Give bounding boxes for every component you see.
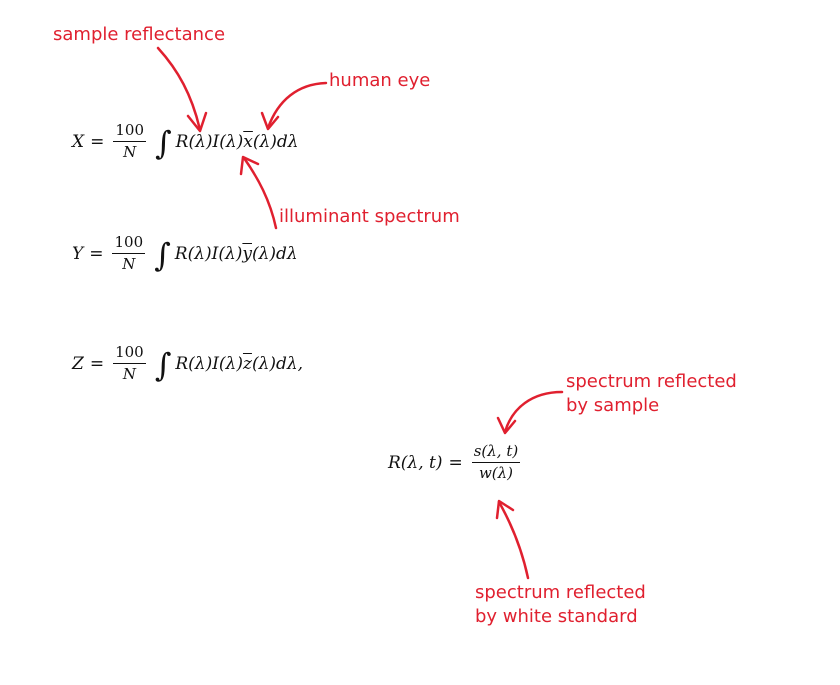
equation-z: Z = 100 N ∫ R(λ)I(λ)z(λ)dλ, bbox=[72, 344, 303, 383]
arrow-human-eye bbox=[266, 81, 328, 130]
integral-sign: ∫ bbox=[154, 235, 171, 274]
denominator: N bbox=[122, 255, 136, 273]
equals-sign: = bbox=[89, 243, 104, 264]
integrand-pre: R(λ)I(λ) bbox=[175, 353, 243, 374]
integral-sign: ∫ bbox=[154, 345, 172, 384]
color-matching-function: z bbox=[242, 353, 252, 374]
fraction: 100 N bbox=[112, 234, 146, 273]
label-human-eye: human eye bbox=[329, 70, 431, 91]
integrand-pre: R(λ)I(λ) bbox=[174, 243, 243, 264]
denominator: N bbox=[122, 365, 136, 383]
lhs: X bbox=[72, 131, 85, 152]
arrow-by-sample bbox=[503, 390, 564, 434]
label-illuminant-spectrum: illuminant spectrum bbox=[279, 206, 460, 227]
arrowhead-sample-reflectance bbox=[186, 111, 208, 133]
numerator: 100 bbox=[112, 234, 146, 254]
equals-sign: = bbox=[90, 131, 105, 152]
integrand-post: (λ)dλ bbox=[252, 243, 298, 264]
equation-reflectance: R(λ, t) = s(λ, t) w(λ) bbox=[388, 443, 523, 482]
arrowhead-illuminant bbox=[239, 155, 260, 176]
numerator: 100 bbox=[113, 344, 146, 364]
arrow-illuminant bbox=[242, 156, 278, 230]
numerator: s(λ, t) bbox=[471, 443, 521, 463]
integrand-post: (λ)dλ, bbox=[251, 353, 304, 374]
label-line: by white standard bbox=[475, 606, 638, 627]
integrand-post: (λ)dλ bbox=[252, 131, 299, 152]
numerator: 100 bbox=[113, 122, 146, 142]
label-line: by sample bbox=[566, 395, 660, 416]
arrowhead-by-sample bbox=[496, 416, 517, 435]
color-matching-function: x bbox=[243, 131, 253, 152]
arrow-by-white bbox=[497, 500, 530, 580]
fraction: 100 N bbox=[113, 344, 146, 383]
lhs: Z bbox=[72, 353, 84, 374]
equation-y: Y = 100 N ∫ R(λ)I(λ)y(λ)dλ bbox=[72, 234, 298, 273]
label-sample-reflectance: sample reflectance bbox=[53, 24, 226, 45]
denominator: N bbox=[123, 143, 137, 161]
equals-sign: = bbox=[448, 452, 463, 473]
integrand-pre: R(λ)I(λ) bbox=[175, 131, 244, 152]
equals-sign: = bbox=[89, 353, 105, 374]
arrowhead-human-eye bbox=[260, 111, 280, 131]
label-spectrum-by-white: spectrum reflected by white standard bbox=[475, 581, 646, 629]
denominator: w(λ) bbox=[478, 464, 513, 482]
label-line: spectrum reflected bbox=[566, 371, 737, 392]
integral-sign: ∫ bbox=[155, 123, 172, 162]
label-line: spectrum reflected bbox=[475, 582, 646, 603]
lhs: R(λ, t) bbox=[388, 452, 443, 473]
equation-x: X = 100 N ∫ R(λ)I(λ)x(λ)dλ bbox=[72, 122, 299, 161]
lhs: Y bbox=[72, 243, 84, 264]
arrowhead-by-white bbox=[495, 499, 515, 520]
arrow-sample-reflectance bbox=[156, 46, 202, 132]
fraction: 100 N bbox=[113, 122, 146, 161]
fraction: s(λ, t) w(λ) bbox=[471, 443, 521, 482]
label-spectrum-by-sample: spectrum reflected by sample bbox=[566, 370, 737, 418]
color-matching-function: y bbox=[242, 243, 252, 264]
